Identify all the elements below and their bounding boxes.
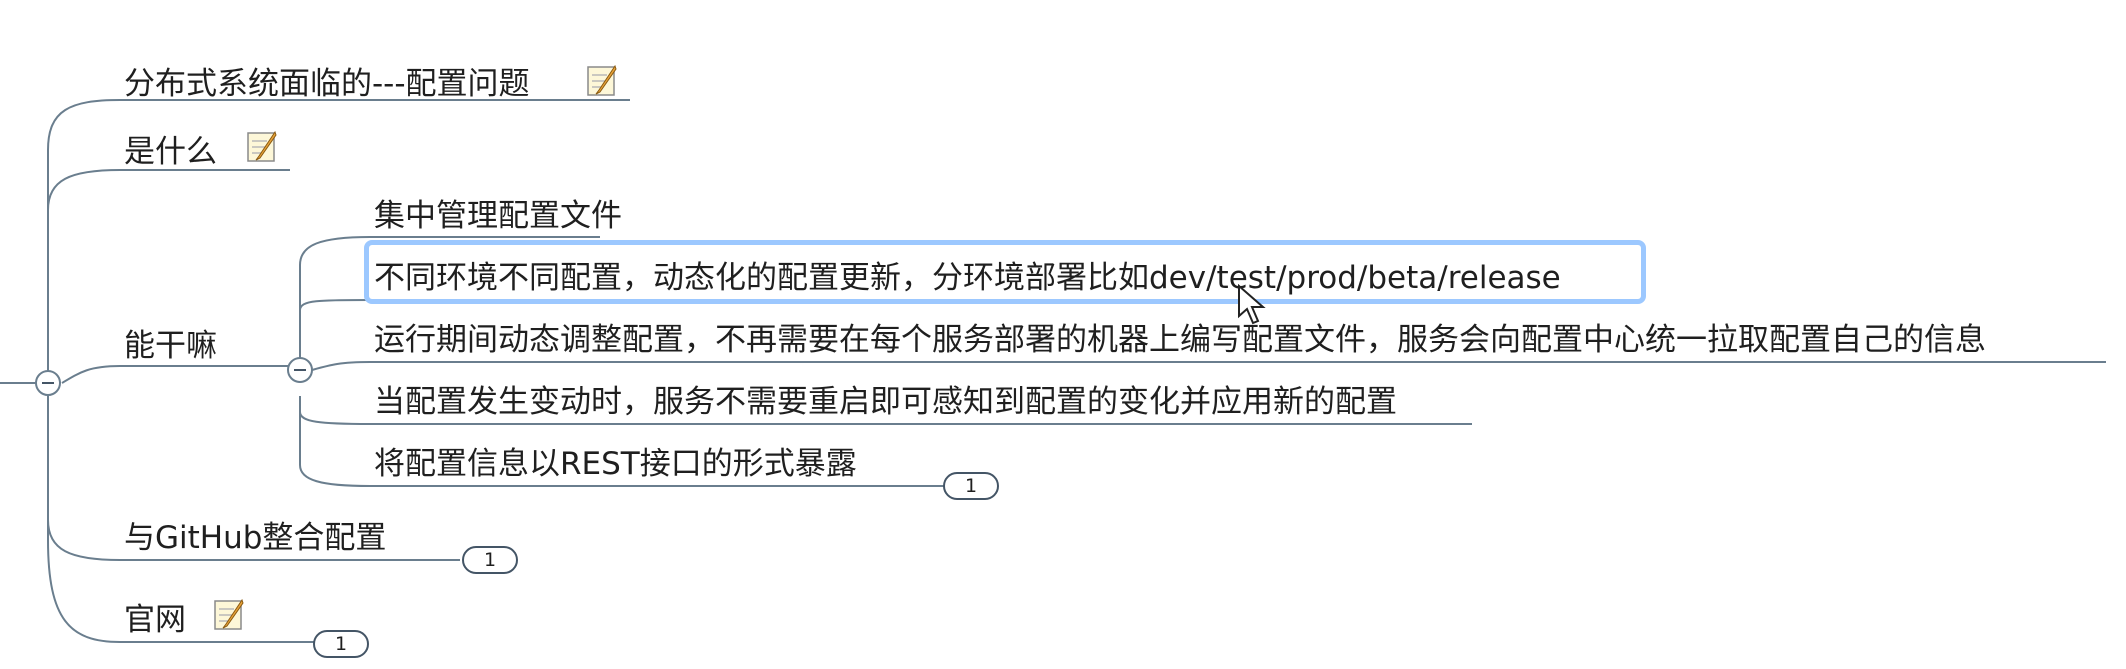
node-label: 集中管理配置文件 bbox=[374, 198, 622, 234]
collapsed-count-badge[interactable]: 1 bbox=[943, 472, 999, 500]
branch-connector-nenggansha bbox=[61, 365, 288, 384]
mouse-pointer-icon bbox=[1238, 284, 1266, 325]
note-pencil-icon[interactable] bbox=[585, 64, 619, 98]
node-shishenme[interactable]: 是什么 bbox=[124, 132, 217, 172]
node-nenggansha[interactable]: 能干嘛 bbox=[124, 326, 217, 366]
child-connector-5 bbox=[299, 395, 945, 487]
collapsed-count-badge[interactable]: 1 bbox=[462, 546, 518, 574]
collapsed-count-badge[interactable]: 1 bbox=[313, 630, 369, 658]
child-node-2-selected[interactable]: 不同环境不同配置，动态化的配置更新，分环境部署比如dev/test/prod/b… bbox=[374, 258, 1561, 298]
node-label: 能干嘛 bbox=[124, 328, 217, 364]
node-fenbushi[interactable]: 分布式系统面临的---配置问题 bbox=[124, 64, 530, 104]
child-node-4[interactable]: 当配置发生变动时，服务不需要重启即可感知到配置的变化并应用新的配置 bbox=[374, 382, 1397, 422]
node-label: 当配置发生变动时，服务不需要重启即可感知到配置的变化并应用新的配置 bbox=[374, 384, 1397, 420]
node-label: 将配置信息以REST接口的形式暴露 bbox=[374, 446, 857, 482]
collapse-minus-icon[interactable] bbox=[287, 357, 313, 383]
node-label: 是什么 bbox=[124, 134, 217, 170]
child-connector-2 bbox=[299, 299, 371, 371]
node-label: 分布式系统面临的---配置问题 bbox=[124, 66, 530, 102]
node-label: 不同环境不同配置，动态化的配置更新，分环境部署比如dev/test/prod/b… bbox=[374, 260, 1561, 296]
child-node-3[interactable]: 运行期间动态调整配置，不再需要在每个服务部署的机器上编写配置文件，服务会向配置中… bbox=[374, 320, 1986, 360]
collapse-minus-icon[interactable] bbox=[35, 370, 61, 396]
node-github[interactable]: 与GitHub整合配置 bbox=[124, 518, 386, 558]
node-label: 与GitHub整合配置 bbox=[124, 520, 387, 556]
note-pencil-icon[interactable] bbox=[212, 598, 246, 632]
note-pencil-icon[interactable] bbox=[245, 130, 279, 164]
branch-connector-shishenme bbox=[46, 169, 290, 384]
node-guanwang[interactable]: 官网 bbox=[124, 600, 186, 640]
node-label: 运行期间动态调整配置，不再需要在每个服务部署的机器上编写配置文件，服务会向配置中… bbox=[374, 322, 1986, 358]
selected-node-highlight bbox=[364, 240, 1646, 304]
node-label: 官网 bbox=[124, 602, 186, 638]
child-node-1[interactable]: 集中管理配置文件 bbox=[374, 196, 622, 236]
child-connector-3 bbox=[311, 361, 2106, 371]
child-node-5[interactable]: 将配置信息以REST接口的形式暴露 bbox=[374, 444, 857, 484]
branch-connector-github bbox=[46, 382, 460, 561]
